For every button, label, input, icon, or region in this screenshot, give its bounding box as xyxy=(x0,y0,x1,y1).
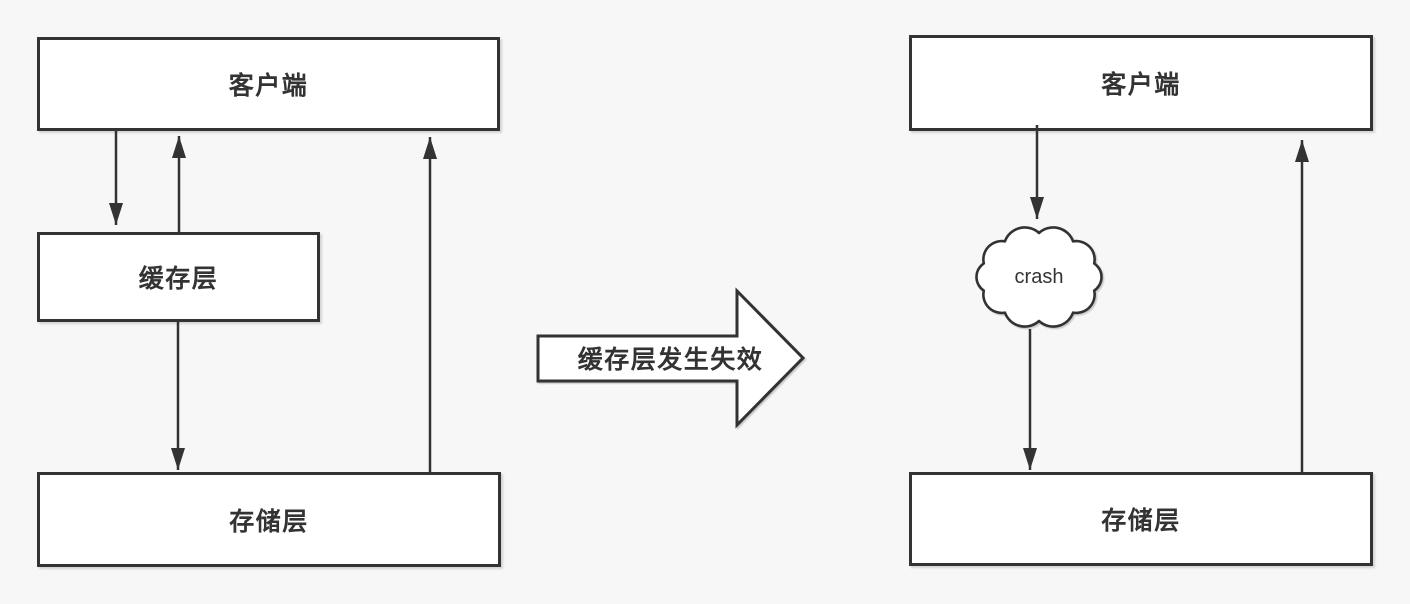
left-cache-label: 缓存层 xyxy=(138,265,219,293)
left-storage-label: 存储层 xyxy=(229,507,309,536)
right-client-label: 客户端 xyxy=(1101,71,1181,99)
left-cache-box: 缓存层 xyxy=(37,232,320,322)
crash-cloud-label: crash xyxy=(1014,266,1064,288)
transition-arrow-label: 缓存层发生失效 xyxy=(577,346,764,374)
right-client-box: 客户端 xyxy=(909,35,1373,131)
left-client-box: 客户端 xyxy=(37,37,500,131)
left-client-label: 客户端 xyxy=(228,72,309,100)
right-storage-label: 存储层 xyxy=(1101,507,1181,535)
right-storage-box: 存储层 xyxy=(909,472,1373,566)
left-storage-box: 存储层 xyxy=(37,472,501,567)
